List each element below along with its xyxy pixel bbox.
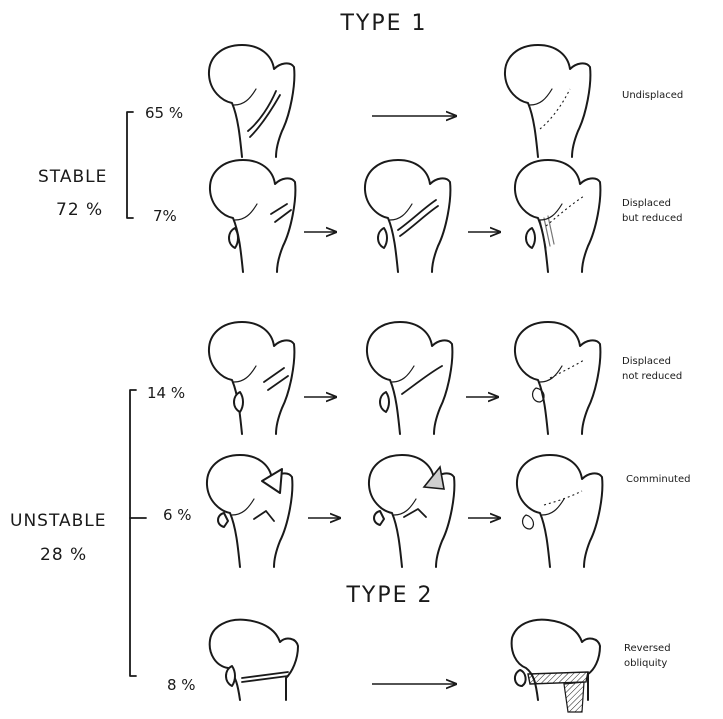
femur-row4-before bbox=[207, 455, 292, 567]
stable-label: STABLE bbox=[38, 167, 107, 187]
femur-row4-after bbox=[517, 455, 602, 567]
femur-row3-after bbox=[515, 322, 600, 434]
unstable-percent: 28 % bbox=[40, 545, 87, 565]
femur-row3-middle bbox=[367, 322, 452, 434]
unstable-label: UNSTABLE bbox=[10, 511, 107, 531]
femur-row2-before bbox=[210, 160, 295, 272]
femur-row1-before bbox=[209, 45, 294, 157]
femur-row1-after bbox=[505, 45, 590, 157]
row-2-percent: 7% bbox=[153, 207, 177, 225]
femur-row3-before bbox=[209, 322, 294, 434]
row-2-label-line2: but reduced bbox=[622, 213, 683, 224]
row-1-percent: 65 % bbox=[145, 104, 183, 122]
femur-row4-middle bbox=[369, 455, 454, 567]
row-5-label-line1: Reversed bbox=[624, 643, 671, 654]
type-2-title: TYPE 2 bbox=[345, 583, 433, 608]
row-5-label-line2: obliquity bbox=[624, 658, 667, 669]
femur-row2-middle bbox=[365, 160, 450, 272]
stable-percent: 72 % bbox=[56, 200, 103, 220]
type-1-title: TYPE 1 bbox=[339, 11, 427, 36]
femur-row5-after bbox=[512, 620, 600, 712]
row-4-percent: 6 % bbox=[163, 506, 192, 524]
row-5-percent: 8 % bbox=[167, 676, 196, 694]
row-4-label: Comminuted bbox=[626, 474, 690, 485]
femur-row5-before bbox=[210, 620, 298, 700]
row-3-percent: 14 % bbox=[147, 384, 185, 402]
unstable-bracket bbox=[130, 390, 136, 676]
row-3-label-line1: Displaced bbox=[622, 356, 671, 367]
row-3-label-line2: not reduced bbox=[622, 371, 682, 382]
row-2-label-line1: Displaced bbox=[622, 198, 671, 209]
row-1-label: Undisplaced bbox=[622, 90, 683, 101]
stable-bracket bbox=[127, 112, 133, 218]
femur-row2-after bbox=[515, 160, 600, 272]
